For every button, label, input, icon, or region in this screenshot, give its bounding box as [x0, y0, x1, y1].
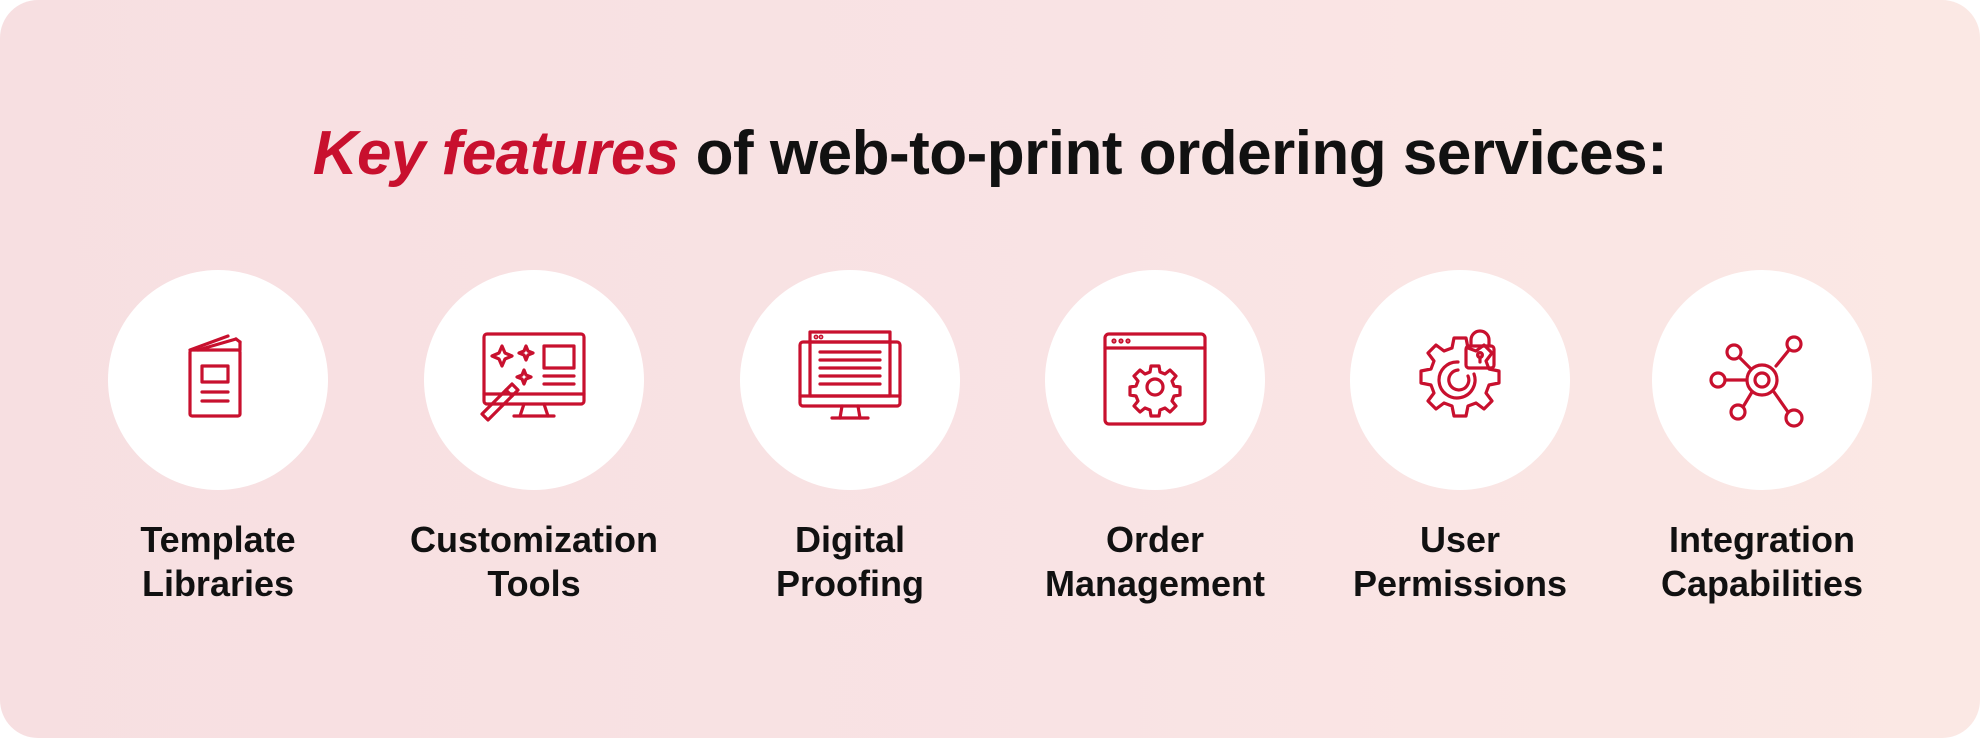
feature-label-line2: Proofing — [776, 563, 924, 604]
title-accent: Key features — [312, 119, 680, 188]
feature-label-line1: Customization — [410, 519, 658, 560]
book-icon — [188, 334, 242, 418]
feature-label-line2: Permissions — [1352, 563, 1568, 604]
gear-lock-icon — [1419, 329, 1501, 418]
feature-label-line1: User — [1419, 519, 1501, 560]
monitor-magic-wand-icon — [480, 332, 586, 422]
feature-label: Digital Proofing — [700, 518, 1000, 606]
feature-label-line1: Digital — [794, 519, 905, 560]
feature-label-line2: Libraries — [141, 563, 295, 604]
feature-label: Order Management — [1005, 518, 1305, 606]
feature-label-line2: Tools — [487, 563, 581, 604]
feature-label: Integration Capabilities — [1612, 518, 1912, 606]
feature-label: User Permissions — [1310, 518, 1610, 606]
feature-label: Customization Tools — [384, 518, 684, 606]
network-hub-icon — [1709, 335, 1804, 428]
page-title: Key features of web-to-print ordering se… — [0, 118, 1980, 189]
icon-circle — [1652, 270, 1872, 490]
feature-label-line1: Template — [140, 519, 296, 560]
feature-order-management: Order Management — [1005, 270, 1305, 610]
feature-template-libraries: Template Libraries — [68, 270, 368, 610]
icon-circle — [1045, 270, 1265, 490]
browser-gear-icon — [1103, 332, 1207, 426]
icon-circle — [424, 270, 644, 490]
feature-user-permissions: User Permissions — [1310, 270, 1610, 610]
feature-label-line2: Capabilities — [1660, 563, 1864, 604]
icon-circle — [108, 270, 328, 490]
monitor-document-icon — [798, 330, 902, 420]
feature-label-line2: Management — [1044, 563, 1266, 604]
feature-integration-capabilities: Integration Capabilities — [1612, 270, 1912, 610]
feature-label-line1: Integration — [1669, 519, 1855, 560]
feature-customization-tools: Customization Tools — [384, 270, 684, 610]
feature-digital-proofing: Digital Proofing — [700, 270, 1000, 610]
feature-label-line1: Order — [1105, 519, 1205, 560]
title-rest: of web-to-print ordering services: — [678, 119, 1668, 188]
icon-circle — [1350, 270, 1570, 490]
icon-circle — [740, 270, 960, 490]
feature-label: Template Libraries — [68, 518, 368, 606]
